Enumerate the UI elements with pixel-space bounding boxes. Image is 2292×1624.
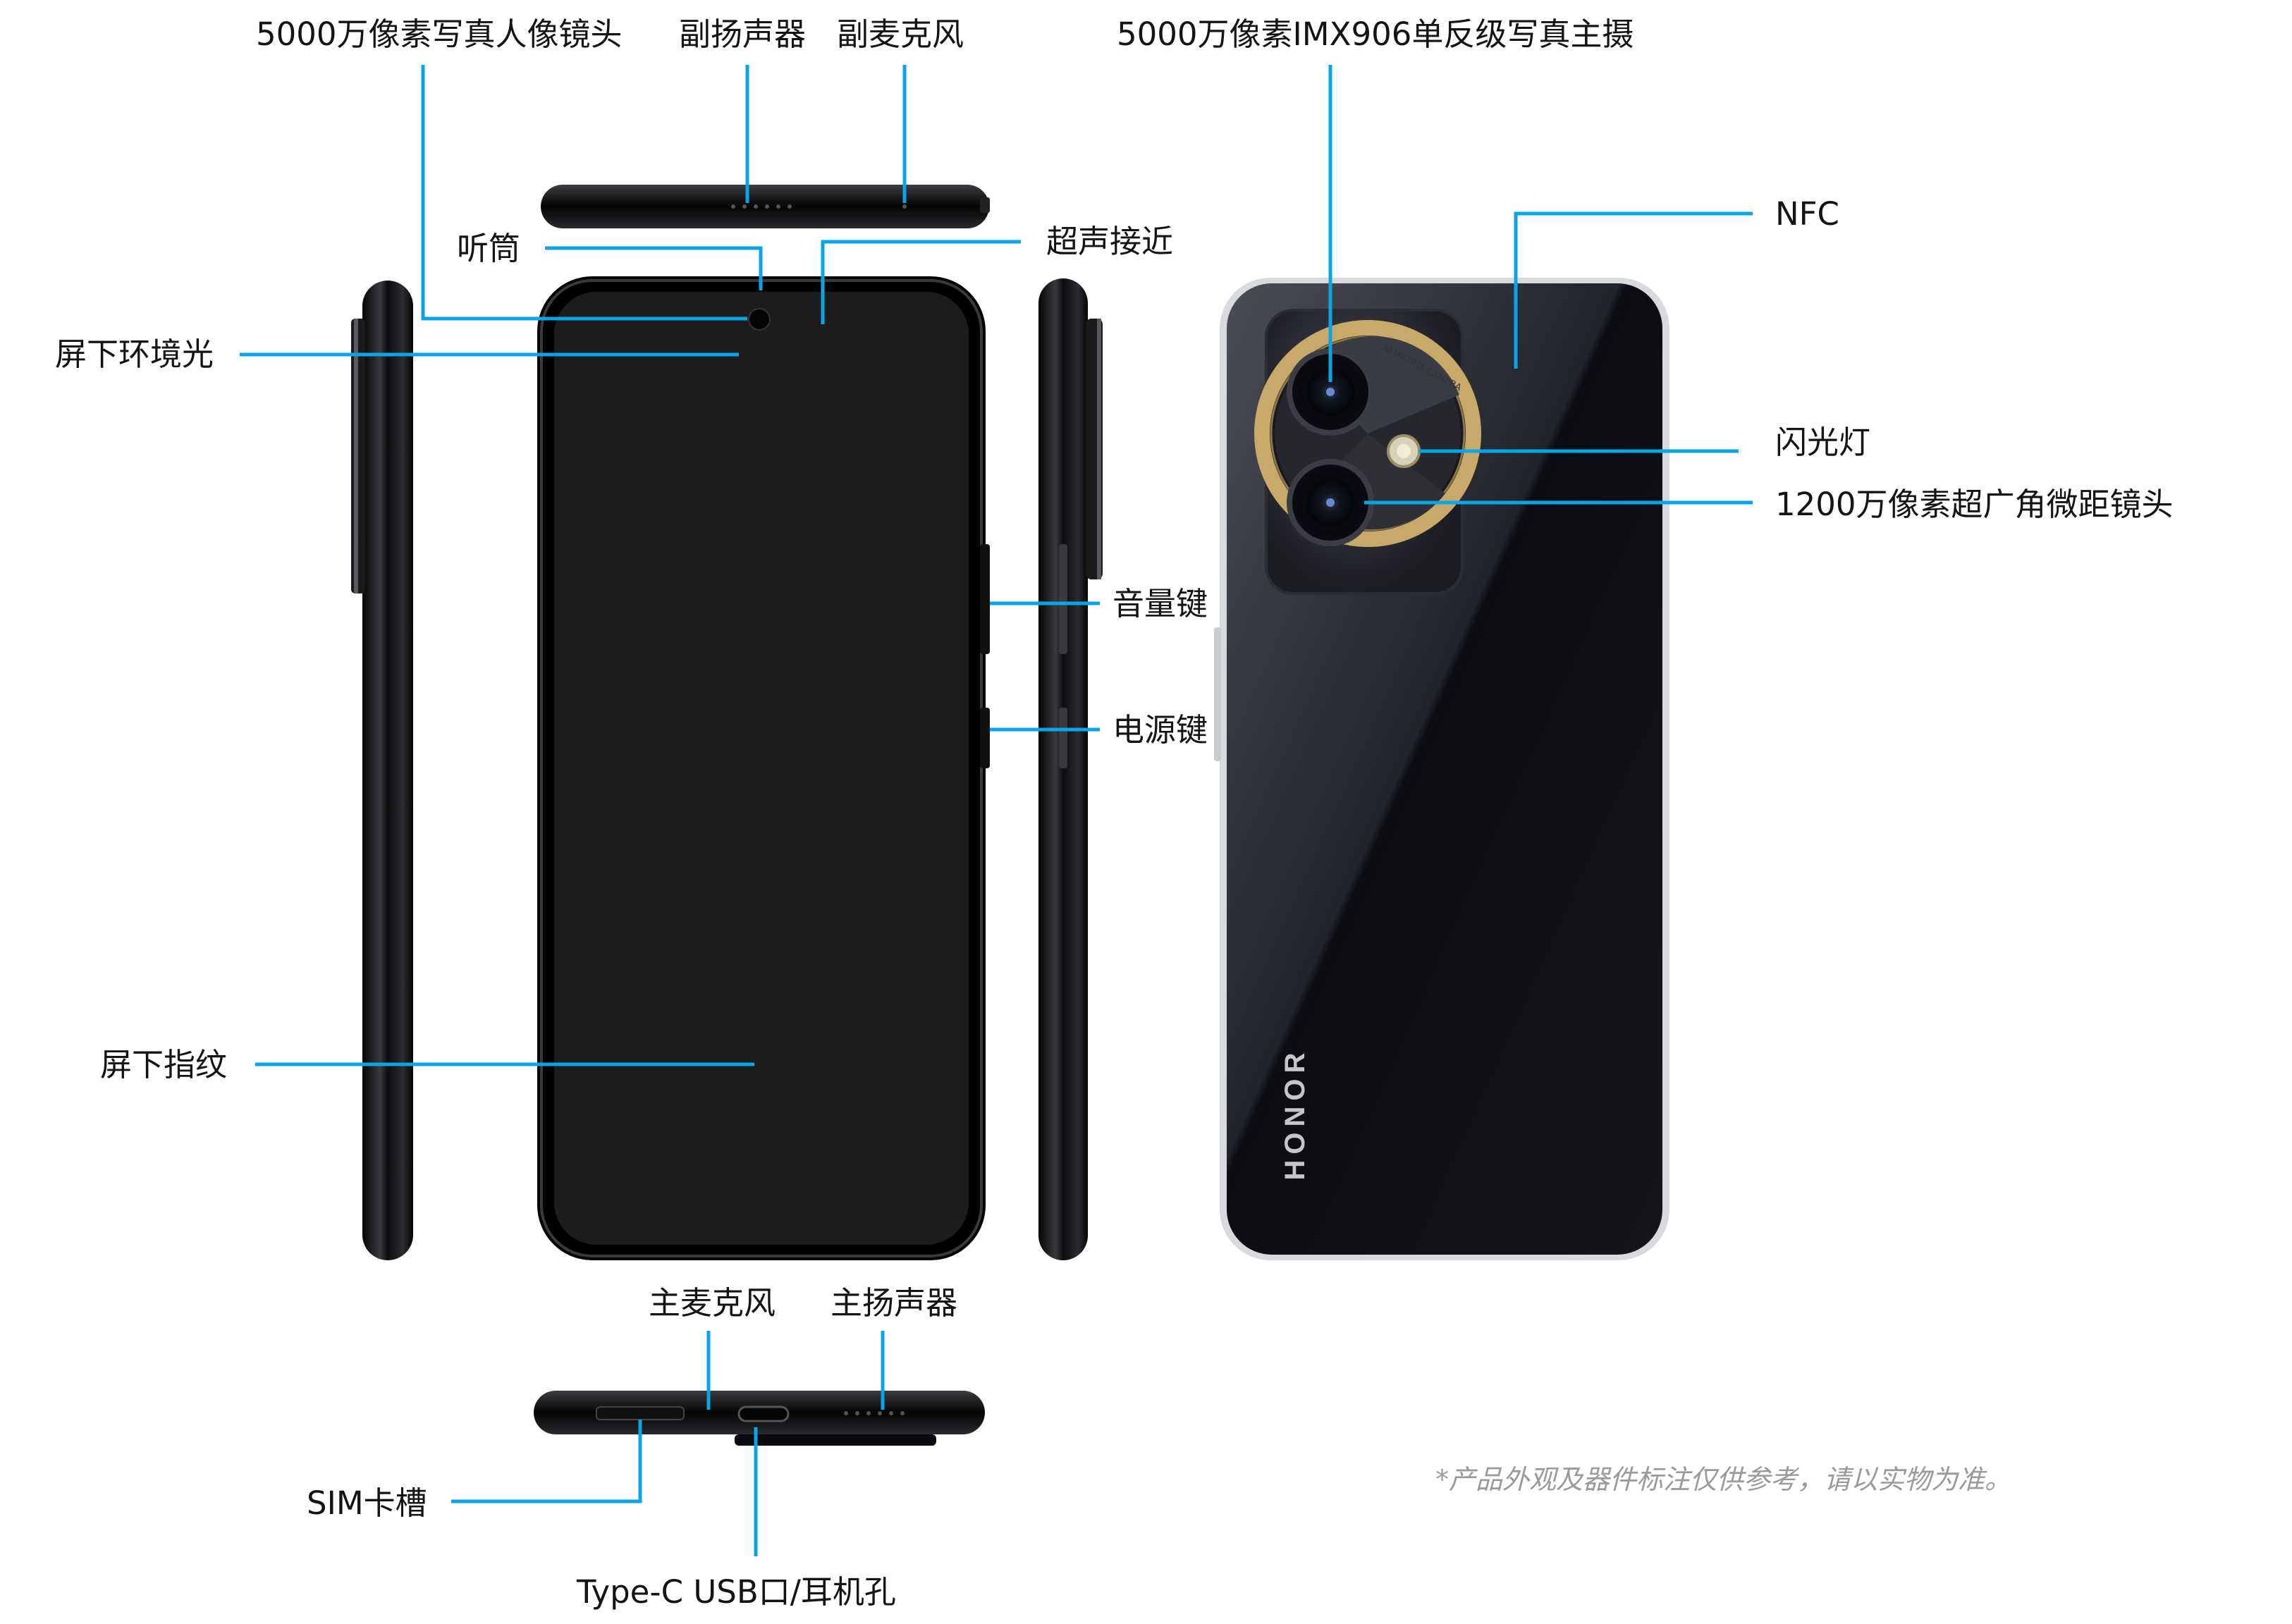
label-secondary-mic: 副麦克风 xyxy=(837,16,964,53)
callout-sim xyxy=(451,1420,642,1503)
label-earpiece: 听筒 xyxy=(457,230,521,267)
phone-right-side-view xyxy=(1038,278,1103,1260)
label-ambient-light: 屏下环境光 xyxy=(55,336,214,373)
callout-nfc xyxy=(1514,211,1753,369)
label-fingerprint: 屏下指纹 xyxy=(100,1046,228,1083)
label-usb-port: Type-C USB口/耳机孔 xyxy=(577,1573,896,1611)
footnote-disclaimer: *产品外观及器件标注仅供参考，请以实物为准。 xyxy=(1435,1464,2012,1495)
phone-bottom-edge-view xyxy=(534,1391,985,1446)
label-nfc: NFC xyxy=(1775,195,1839,233)
label-flash: 闪光灯 xyxy=(1775,424,1871,461)
label-main-camera: 5000万像素IMX906单反级写真主摄 xyxy=(1117,16,1634,53)
callout-earpiece xyxy=(545,246,763,290)
callout-portrait-lens xyxy=(421,65,747,321)
label-ultrawide-macro: 1200万像素超广角微距镜头 xyxy=(1775,486,2174,523)
label-main-mic: 主麦克风 xyxy=(649,1284,776,1322)
phone-top-edge-view xyxy=(541,185,990,228)
label-sim-slot: SIM卡槽 xyxy=(307,1484,427,1522)
phone-left-side-view xyxy=(351,281,413,1260)
front-camera-punch-hole xyxy=(748,308,771,331)
label-main-speaker: 主扬声器 xyxy=(831,1284,958,1322)
callout-lines xyxy=(240,65,1753,1556)
callout-ultrasonic xyxy=(821,240,1021,324)
label-portrait-lens: 5000万像素写真人像镜头 xyxy=(256,16,623,53)
honor-logo: HONOR xyxy=(1280,1047,1311,1181)
phone-front-view xyxy=(537,276,990,1260)
camera-gold-ring xyxy=(1254,320,1481,547)
phone-back-view: AI MATRIX CAMERA HONOR xyxy=(1214,278,1669,1260)
label-volume-key: 音量键 xyxy=(1113,585,1208,622)
label-ultrasonic-proximity: 超声接近 xyxy=(1046,223,1174,260)
label-secondary-speaker: 副扬声器 xyxy=(679,16,807,53)
label-power-key: 电源键 xyxy=(1113,711,1208,749)
